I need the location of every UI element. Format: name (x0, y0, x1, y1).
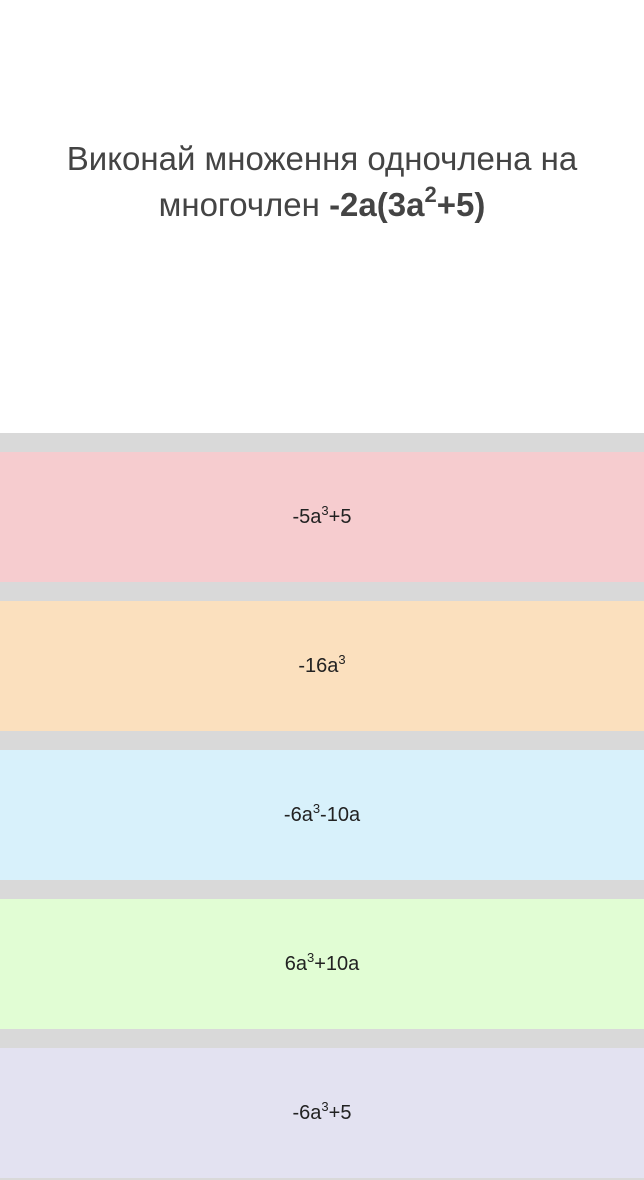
option-2-base: -16a (298, 654, 339, 677)
option-4-exponent: 3 (306, 949, 315, 965)
answer-options: -5a3+5 -16a3 -6a3-10a 6a3+10a -6a3+5 (0, 433, 644, 1180)
option-4-base: 6a (284, 952, 307, 975)
option-1-exponent: 3 (321, 502, 329, 518)
answer-option-2[interactable]: -16a3 (0, 601, 644, 731)
answer-option-1[interactable]: -5a3+5 (0, 452, 644, 582)
question-text: Виконай множення одночлена на многочлен … (0, 136, 644, 232)
answer-option-4-label: 6a3+10a (284, 949, 360, 976)
option-5-exponent: 3 (321, 1098, 329, 1114)
expression-part-1: -2a(3a (329, 186, 425, 223)
expression-exponent: 2 (424, 182, 437, 207)
question-expression: -2a(3a2+5) (329, 182, 486, 223)
option-2-exponent: 3 (338, 651, 346, 667)
question-prefix: многочлен (158, 186, 330, 223)
option-5-rest: +5 (328, 1101, 352, 1124)
expression-part-2: +5) (436, 186, 486, 223)
answer-option-4[interactable]: 6a3+10a (0, 899, 644, 1029)
option-3-exponent: 3 (312, 800, 321, 816)
answer-option-3[interactable]: -6a3-10a (0, 750, 644, 880)
option-3-rest: -10a (320, 803, 361, 826)
option-1-rest: +5 (328, 505, 352, 528)
answer-option-5-label: -6a3+5 (292, 1098, 352, 1125)
answer-option-2-label: -16a3 (298, 651, 346, 678)
option-5-base: -6a (292, 1101, 322, 1124)
option-1-base: -5a (292, 505, 322, 528)
answer-option-1-label: -5a3+5 (292, 502, 352, 529)
question-line-2: многочлен -2a(3a2+5) (0, 182, 644, 232)
answer-option-5[interactable]: -6a3+5 (0, 1048, 644, 1178)
option-3-base: -6a (283, 803, 313, 826)
option-4-rest: +10a (314, 952, 360, 975)
question-line-1: Виконай множення одночлена на (66, 140, 578, 177)
answer-option-3-label: -6a3-10a (283, 800, 361, 827)
